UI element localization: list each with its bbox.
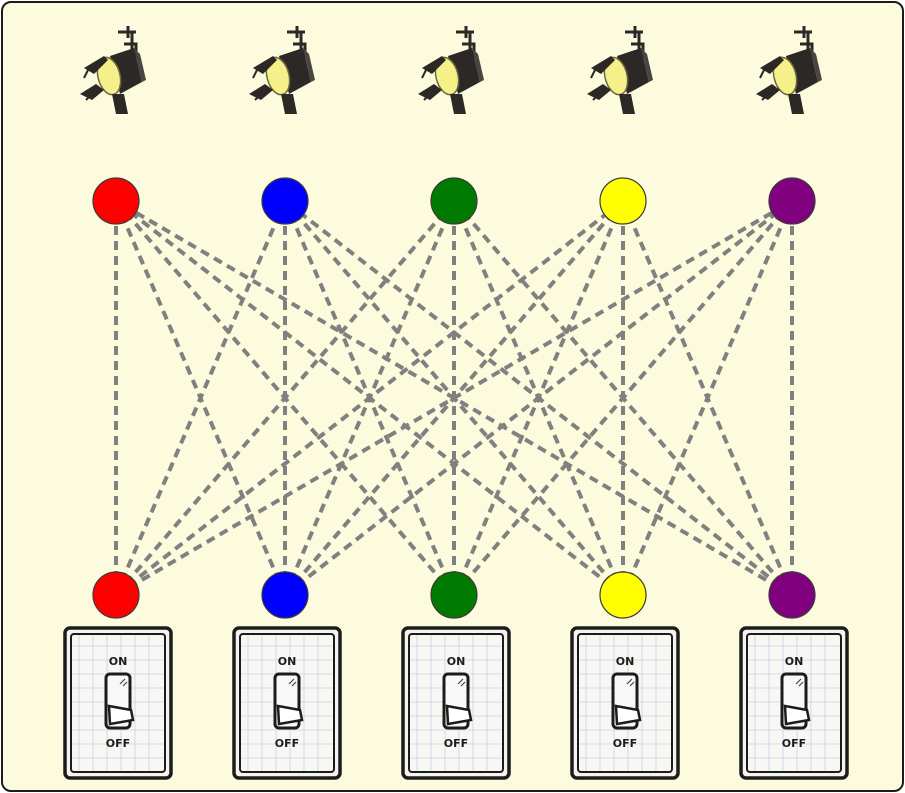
switch-off-label: OFF [444, 737, 468, 750]
switch-node-green [430, 571, 478, 619]
switch-nodes-layer [92, 571, 816, 619]
switch-on-label: ON [278, 655, 297, 668]
switch-node-blue [261, 571, 309, 619]
wires-layer [114, 199, 794, 597]
switch-on-label: ON [616, 655, 635, 668]
switch-red[interactable]: ON OFF [63, 626, 173, 780]
switch-on-label: ON [447, 655, 466, 668]
toggle-lever[interactable] [445, 704, 473, 726]
switch-purple[interactable]: ON OFF [739, 626, 849, 780]
spotlight-icon [418, 26, 484, 114]
switch-node-yellow [599, 571, 647, 619]
switch-node-red [92, 571, 140, 619]
switch-on-label: ON [785, 655, 804, 668]
toggle-lever[interactable] [276, 704, 304, 726]
light-node-yellow [599, 177, 647, 225]
wire-purple-switch-to-yellow-light [621, 200, 794, 596]
spotlight-icon [249, 26, 315, 114]
light-node-blue [261, 177, 309, 225]
toggle-lever[interactable] [783, 704, 811, 726]
wire-purple-switch-to-red-light [114, 199, 794, 597]
switch-green[interactable]: ON OFF [401, 626, 511, 780]
switch-yellow[interactable]: ON OFF [570, 626, 680, 780]
switch-node-purple [768, 571, 816, 619]
switch-off-label: OFF [106, 737, 130, 750]
switch-off-label: OFF [782, 737, 806, 750]
switch-on-label: ON [109, 655, 128, 668]
toggle-lever[interactable] [614, 704, 642, 726]
toggle-lever[interactable] [107, 704, 135, 726]
light-node-red [92, 177, 140, 225]
switch-off-label: OFF [613, 737, 637, 750]
spotlight-icon [756, 26, 822, 114]
switch-blue[interactable]: ON OFF [232, 626, 342, 780]
light-node-green [430, 177, 478, 225]
spotlight-icon [80, 26, 146, 114]
wire-yellow-switch-to-red-light [114, 199, 625, 597]
spotlights-layer [80, 26, 822, 114]
wire-green-switch-to-red-light [114, 199, 456, 597]
switch-off-label: OFF [275, 737, 299, 750]
light-nodes-layer [92, 177, 816, 225]
wiring-diagram: ON OFF ON OFF ON OFF ON OFF ON OFF [63, 26, 849, 780]
wire-purple-switch-to-green-light [452, 199, 794, 597]
switches-layer: ON OFF ON OFF ON OFF ON OFF ON OFF [63, 626, 849, 780]
wire-purple-switch-to-blue-light [283, 199, 794, 597]
spotlight-icon [587, 26, 653, 114]
light-node-purple [768, 177, 816, 225]
wire-blue-switch-to-red-light [114, 200, 287, 596]
